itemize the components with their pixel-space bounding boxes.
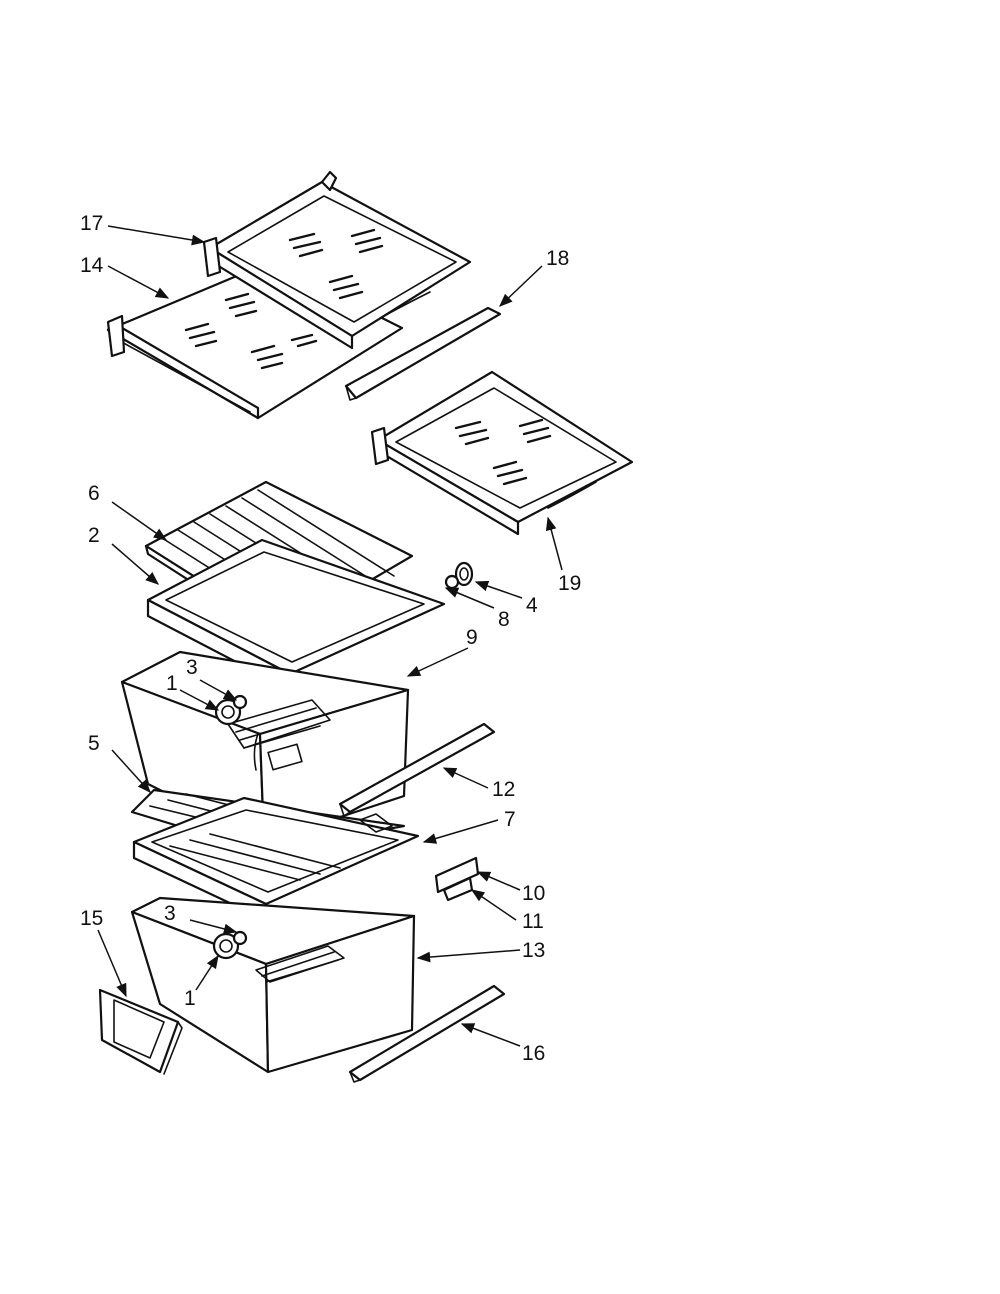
part-4-8-roller (444, 561, 474, 590)
callout-2: 2 (88, 524, 100, 547)
leader-lines (97, 225, 563, 1047)
callout-1-upper: 1 (166, 672, 178, 695)
callout-15: 15 (80, 907, 103, 930)
part-7-frame (132, 796, 420, 922)
part-18-trim (344, 306, 502, 401)
callout-3-upper: 3 (186, 656, 198, 679)
callout-4: 4 (526, 594, 538, 617)
callout-8: 8 (498, 608, 510, 631)
callout-labels: 17 14 18 19 6 2 4 8 9 3 1 5 12 7 10 11 3… (80, 212, 581, 1065)
callout-17: 17 (80, 212, 103, 235)
callout-6: 6 (88, 482, 100, 505)
part-12-rail (338, 722, 496, 817)
callout-16: 16 (522, 1042, 545, 1065)
callout-14: 14 (80, 254, 104, 277)
callout-19: 19 (558, 572, 581, 595)
callout-5: 5 (88, 732, 100, 755)
callout-10: 10 (522, 882, 545, 905)
callout-18: 18 (546, 247, 569, 270)
part-19-shelf (370, 370, 634, 536)
part-17-shelf (202, 170, 472, 350)
part-16-rail (348, 984, 506, 1083)
part-15-plate (98, 988, 183, 1075)
callout-13: 13 (522, 939, 545, 962)
callout-9: 9 (466, 626, 478, 649)
part-10-11-brackets (434, 856, 480, 902)
part-13-drawer (130, 896, 416, 1074)
callout-12: 12 (492, 778, 515, 801)
callout-3-lower: 3 (164, 902, 176, 925)
callout-1-lower: 1 (184, 987, 196, 1010)
callout-7: 7 (504, 808, 516, 831)
callout-11: 11 (522, 910, 544, 933)
